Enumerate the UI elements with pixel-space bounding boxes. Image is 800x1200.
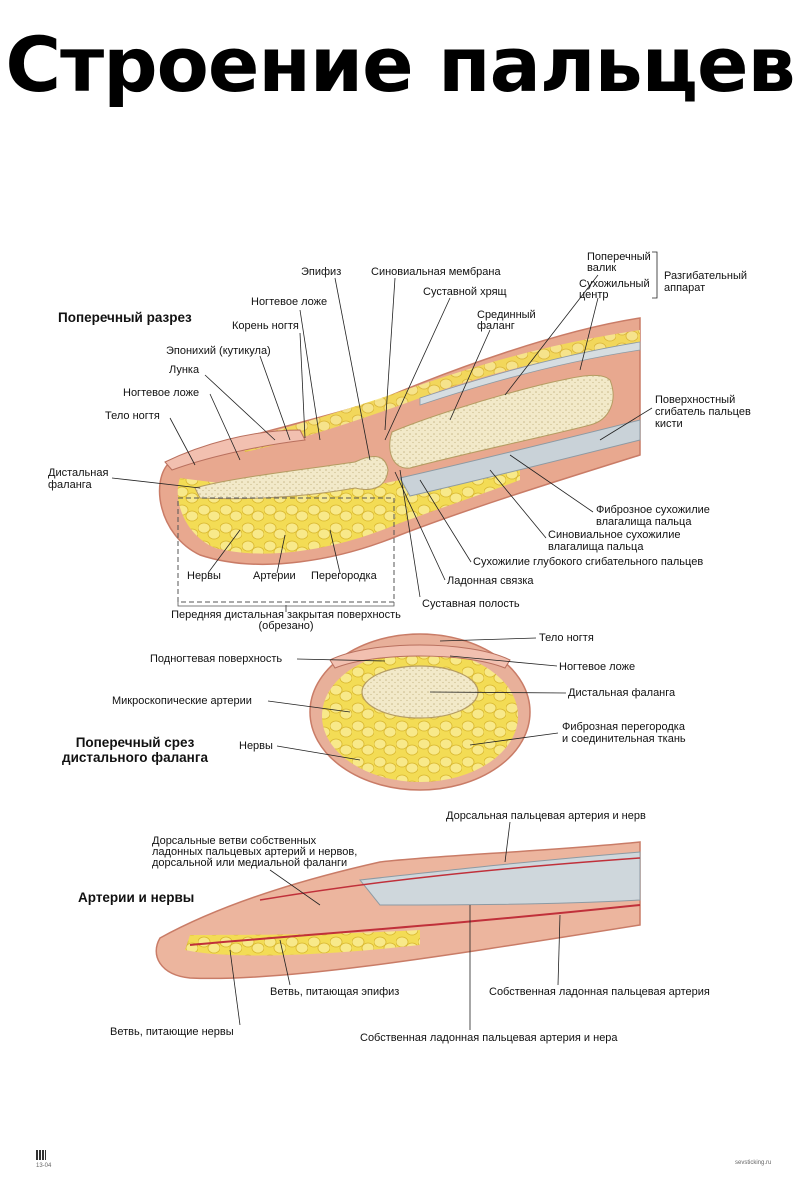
label-superficial-flexor: Поверхностный сгибатель пальцев кисти bbox=[655, 394, 751, 430]
label-dorsal-branches: Дорсальные ветви собственных ладонных па… bbox=[152, 835, 358, 869]
palmar-artery-line bbox=[189, 904, 641, 946]
label-own-palmar-artery: Собственная ладонная пальцевая артерия bbox=[489, 986, 710, 998]
label-epiphysis: Эпифиз bbox=[301, 266, 342, 278]
qr-code-icon bbox=[36, 1150, 46, 1160]
leader-lines bbox=[111, 274, 653, 1030]
label-cross-nail-bed: Ногтевое ложе bbox=[559, 661, 636, 673]
label-nail-root: Корень ногтя bbox=[232, 320, 299, 332]
label-cross-distal-phalanx: Дистальная фаланга bbox=[568, 687, 676, 699]
footer-site: sevsticking.ru bbox=[735, 1160, 772, 1166]
label-anterior-surface: Передняя дистальная закрытая поверхность… bbox=[171, 609, 401, 632]
label-distal-phalanx: Дистальная фаланга bbox=[48, 467, 109, 491]
label-middle-phalanx: Срединный фаланг bbox=[477, 309, 536, 332]
section-title-cross: Поперечный срез дистального фаланга bbox=[62, 735, 208, 765]
label-fibrous-sheath: Фиброзное сухожилие влагалища пальца bbox=[596, 504, 710, 528]
cut-bracket bbox=[177, 602, 395, 607]
flexor-tendon bbox=[399, 419, 641, 497]
art-tendon bbox=[359, 851, 641, 906]
middle-phalanx-bone bbox=[389, 374, 614, 469]
label-subungual-surface: Подногтевая поверхность bbox=[150, 653, 283, 665]
label-branch-epiphysis: Ветвь, питающая эпифиз bbox=[270, 986, 400, 998]
label-joint-cavity: Суставная полость bbox=[422, 598, 520, 610]
distal-phalanx-bone bbox=[194, 456, 389, 500]
cross-section-figure bbox=[309, 633, 531, 791]
section-title-arteries: Артерии и нервы bbox=[78, 890, 195, 905]
label-lunula: Лунка bbox=[169, 364, 200, 376]
label-extensor-apparatus: Разгибательный аппарат bbox=[664, 270, 748, 294]
label-nail-bed-1: Ногтевое ложе bbox=[251, 296, 328, 308]
label-articular-cartilage: Суставной хрящ bbox=[423, 286, 507, 298]
art-fat bbox=[185, 930, 420, 956]
extensor-tendon bbox=[419, 341, 641, 406]
label-eponychium: Эпонихий (кутикула) bbox=[166, 345, 271, 357]
nail bbox=[164, 429, 306, 471]
label-nerves-top: Нервы bbox=[187, 570, 221, 582]
dorsal-fat bbox=[240, 330, 640, 452]
label-synovial-membrane: Синовиальная мембрана bbox=[371, 266, 501, 278]
label-nail-body: Тело ногтя bbox=[105, 410, 160, 422]
arteries-figure bbox=[155, 841, 641, 980]
label-micro-arteries: Микроскопические артерии bbox=[112, 695, 252, 707]
cross-nail bbox=[329, 644, 511, 669]
label-arteries-top: Артерии bbox=[253, 570, 296, 582]
longitudinal-section-figure bbox=[158, 317, 641, 603]
label-deep-flexor: Сухожилие глубокого сгибательного пальце… bbox=[473, 556, 704, 568]
label-synovial-sheath: Синовиальное сухожилие влагалища пальца bbox=[548, 529, 681, 553]
label-tendon-center: Сухожильный центр bbox=[579, 278, 650, 301]
section-title-longitudinal: Поперечный разрез bbox=[58, 310, 192, 325]
label-nail-bed-2: Ногтевое ложе bbox=[123, 387, 200, 399]
label-septum: Перегородка bbox=[311, 570, 377, 582]
dorsal-artery-line bbox=[259, 857, 641, 901]
footer-code: 13-04 bbox=[36, 1163, 52, 1169]
label-palmar-ligament: Ладонная связка bbox=[447, 575, 534, 587]
extensor-bracket bbox=[652, 251, 658, 299]
cut-surface-box bbox=[177, 497, 395, 603]
page-title: Строение пальцев bbox=[5, 20, 795, 109]
label-cross-nail-body: Тело ногтя bbox=[539, 632, 594, 644]
label-transverse-roll: Поперечный валик bbox=[587, 251, 651, 274]
label-fibrous-septum: Фиброзная перегородка и соединительная т… bbox=[562, 721, 686, 745]
label-own-palmar-artery-nerve: Собственная ладонная пальцевая артерия и… bbox=[360, 1032, 618, 1044]
label-branch-nerves: Ветвь, питающие нервы bbox=[110, 1026, 234, 1038]
label-cross-nerves: Нервы bbox=[239, 740, 273, 752]
label-dorsal-artery: Дорсальная пальцевая артерия и нерв bbox=[446, 810, 646, 822]
